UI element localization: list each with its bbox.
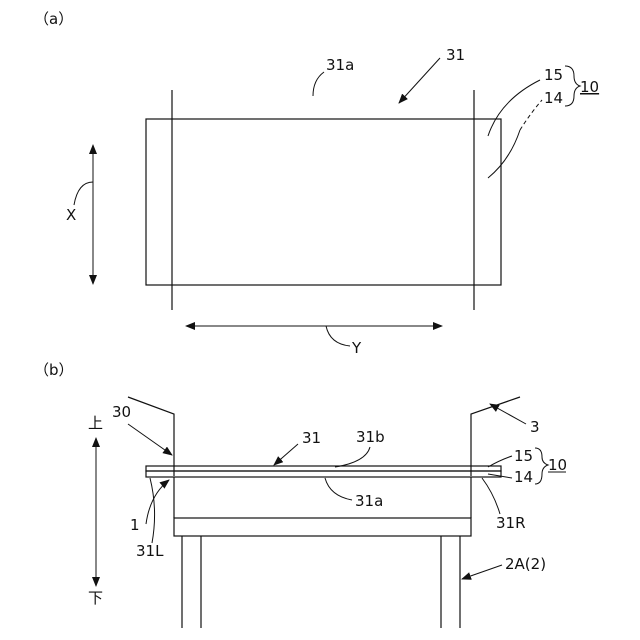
arrow-31-b [274,444,298,465]
brace-10-b [535,448,548,484]
leader-31R [482,478,500,514]
label-31a-b: 31a [355,492,383,510]
label-31-top: 31 [446,46,465,64]
leader-15-b [488,456,512,467]
label-up: 上 [88,414,103,432]
panel-a-label: （a） [34,10,73,28]
label-31R: 31R [496,514,526,532]
label-down: 下 [88,589,103,607]
arrow-30 [128,424,172,455]
label-14-top: 14 [544,89,563,107]
leader-y [326,326,350,346]
arrow-3 [490,404,526,424]
label-10-top: 10 [580,78,599,96]
leader-31L [150,478,155,543]
arrow-1 [146,480,169,524]
tray-left-wall [128,397,174,476]
arrow-2A2 [462,565,502,579]
sheet-layer-14 [146,471,501,477]
panel-b-label: （b） [34,361,74,379]
leader-31a-top [313,72,324,96]
label-2A2: 2A(2) [505,555,546,573]
label-3: 3 [530,418,540,436]
platform-base [174,518,471,536]
label-x: X [66,206,76,224]
arrow-31-top [399,58,440,103]
label-31-b: 31 [302,429,321,447]
label-31b: 31b [356,428,385,446]
leader-14-top [488,130,520,178]
sheet-layer-15 [146,466,501,471]
label-15-b: 15 [514,447,533,465]
sheet-rectangle [146,119,501,285]
brace-10-top [565,66,580,106]
leader-x [74,182,93,205]
leader-15-top [488,80,540,136]
label-31L: 31L [136,542,164,560]
label-10-b: 10 [548,456,567,474]
tray-right-wall [471,397,520,476]
leader-31b [335,447,370,467]
label-y: Y [351,339,362,357]
leader-31a-b [325,478,352,500]
label-15-top: 15 [544,66,563,84]
label-30: 30 [112,403,131,421]
label-1: 1 [130,516,140,534]
leader-14-top-dashed [520,100,542,130]
label-14-b: 14 [514,468,533,486]
label-31a-top: 31a [326,56,354,74]
